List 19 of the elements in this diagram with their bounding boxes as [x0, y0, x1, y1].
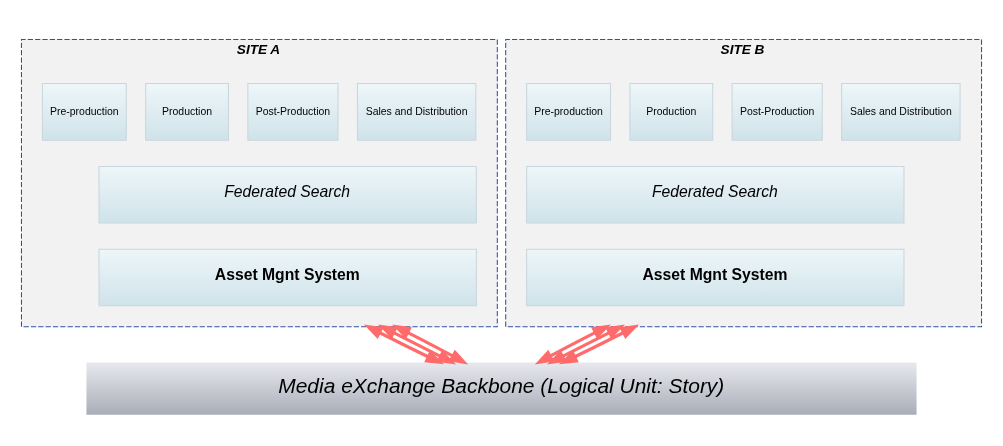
node-box: Production	[629, 83, 714, 141]
arrow	[392, 324, 469, 365]
node-box: Sales and Distribution	[356, 83, 477, 141]
node-box: Asset Mgnt System	[98, 248, 477, 307]
node-box: Pre-production	[41, 83, 127, 141]
node-box: Federated Search	[98, 165, 477, 224]
node-box: Media eXchange Backbone (Logical Unit: Story)	[86, 362, 917, 415]
node-box: Federated Search	[526, 165, 905, 224]
node-box: Post-Production	[731, 83, 823, 141]
node-box: Pre-production	[526, 83, 612, 141]
arrow	[558, 324, 640, 365]
node-box: Post-Production	[247, 83, 339, 141]
arrow	[534, 324, 611, 365]
node-box: Sales and Distribution	[841, 83, 961, 141]
node-box: Asset Mgnt System	[526, 248, 905, 307]
arrow	[378, 324, 457, 365]
arrow	[546, 324, 625, 365]
node-box: Production	[145, 83, 229, 141]
arrow	[363, 324, 445, 365]
